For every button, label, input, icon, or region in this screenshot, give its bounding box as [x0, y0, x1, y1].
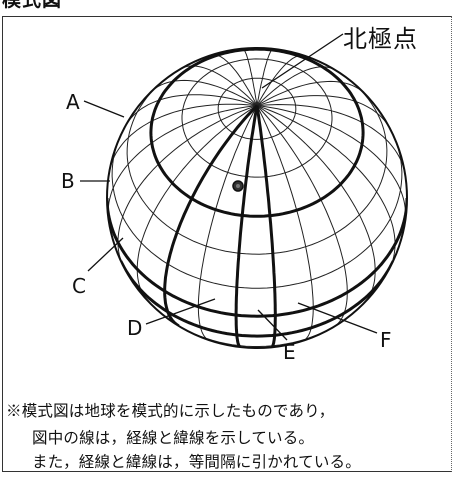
label-b: B [61, 169, 75, 193]
meridian-line [256, 105, 348, 328]
north-pole-label: 北極点 [343, 25, 418, 53]
label-c: C [72, 274, 86, 298]
meridian-line [180, 65, 258, 107]
parallel-a [149, 48, 365, 218]
parallel-b [107, 197, 407, 318]
meridian-line [136, 105, 258, 303]
parallel-line [126, 72, 388, 255]
meridian-line [256, 95, 392, 131]
globe-outline [106, 47, 408, 349]
parallel-c [119, 260, 395, 338]
parallel-line [119, 258, 394, 337]
label-a: A [66, 90, 80, 114]
meridian-line [256, 105, 407, 225]
meridian-d [163, 104, 259, 328]
leader-c [87, 237, 124, 272]
leader-d [145, 298, 216, 325]
label-f: F [380, 328, 392, 352]
meridian-line [150, 79, 258, 107]
parallel-line [166, 317, 346, 347]
leader-e [257, 309, 288, 341]
page-title: 模式図 [2, 0, 63, 11]
note-line-1: ※模式図は地球を模式的に示したものであり， [6, 402, 335, 420]
meridian-line [256, 105, 376, 305]
leader-north-pole [261, 33, 344, 89]
meridian-line [123, 94, 258, 129]
label-e: E [283, 340, 296, 364]
note-line-3: また，経線と緯線は，等間隔に引かれている。 [32, 453, 361, 471]
leader-a [83, 100, 125, 118]
meridian-line [107, 105, 258, 223]
meridian-line [256, 80, 367, 107]
parallel-line [107, 195, 407, 317]
meridian-line [256, 103, 406, 178]
meridian-e [234, 105, 259, 348]
meridian-line [211, 54, 258, 106]
label-d: D [127, 316, 143, 340]
leader-f [297, 302, 378, 334]
parallel-line [181, 58, 333, 178]
meridian-line [256, 66, 336, 107]
parallel-line [111, 131, 403, 289]
meridian-f [255, 105, 277, 348]
note-line-2: 図中の線は，経線と緯線を示している。 [32, 429, 315, 447]
diagram-frame [2, 16, 452, 472]
meridian-line [242, 48, 258, 106]
meridian-line [108, 103, 258, 173]
